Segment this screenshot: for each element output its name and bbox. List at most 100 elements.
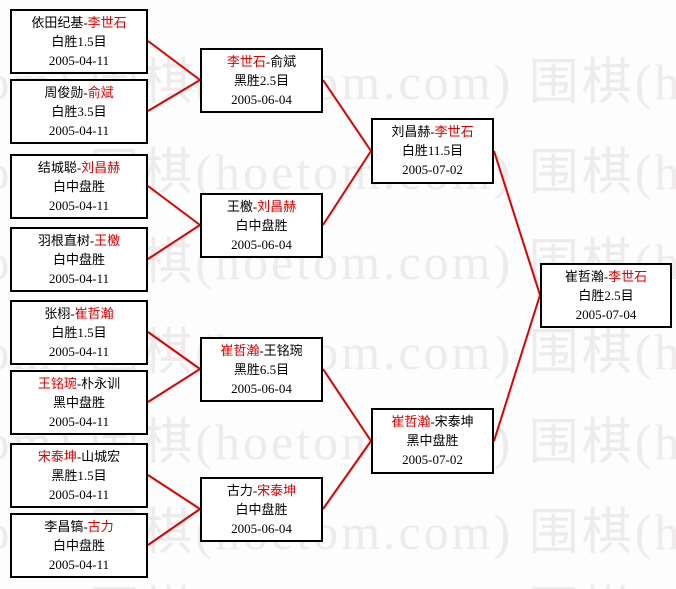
name-separator: - [76, 376, 82, 391]
name-separator: - [70, 306, 75, 321]
match-result: 白中盘胜 [52, 538, 105, 553]
player-name: 李世石 [226, 54, 266, 69]
name-separator: - [83, 85, 88, 100]
connector-line [322, 150, 372, 226]
name-separator: - [83, 15, 88, 30]
match-result: 白胜1.5目 [51, 34, 107, 49]
match-players: 张栩-崔哲瀚 [12, 304, 146, 323]
match-date: 2005-06-04 [231, 92, 292, 107]
match-result: 白胜1.5目 [51, 325, 107, 340]
match-result: 黑胜2.5目 [233, 73, 290, 88]
player-name: 宋泰坤 [37, 449, 77, 464]
match-result: 黑中盘胜 [52, 395, 105, 410]
match-result: 白胜2.5目 [578, 288, 634, 303]
match-players: 王铭琬-朴永训 [12, 374, 146, 393]
match-result: 白中盘胜 [52, 252, 105, 267]
player-name: 古力 [87, 519, 114, 534]
name-separator: - [252, 199, 258, 214]
match-result: 白中盘胜 [52, 179, 105, 194]
connector-line [493, 294, 541, 442]
name-separator: - [76, 449, 82, 464]
connector-line [322, 440, 372, 510]
match-box-final: 崔哲瀚-李世石 白胜2.5目 2005-07-04 [540, 263, 672, 328]
match-box-semifinal-1: 刘昌赫-李世石 白胜11.5目 2005-07-02 [371, 118, 494, 184]
player-name: 李世石 [434, 124, 474, 139]
match-result: 白胜3.5目 [51, 104, 107, 119]
match-result: 黑胜1.5目 [51, 468, 107, 483]
player-name: 山城宏 [81, 449, 121, 464]
player-name: 结城聪 [37, 160, 77, 175]
player-name: 刘昌赫 [391, 124, 431, 139]
match-players: 崔哲瀚-宋泰坤 [373, 412, 492, 431]
name-separator: - [83, 519, 88, 534]
player-name: 崔哲瀚 [74, 306, 114, 321]
connector-line [147, 368, 201, 403]
connector-line [322, 79, 372, 152]
match-box-round1-8: 李昌镐-古力 白中盘胜 2005-04-11 [10, 513, 148, 578]
match-box-round2-1: 李世石-俞斌 黑胜2.5目 2005-06-04 [200, 48, 323, 113]
player-name: 宋泰坤 [257, 483, 297, 498]
player-name: 宋泰坤 [434, 414, 474, 429]
match-players: 李昌镐-古力 [12, 517, 146, 536]
connector-line [493, 150, 541, 296]
match-players: 崔哲瀚-李世石 [542, 267, 670, 286]
connector-line [147, 508, 201, 546]
name-separator: - [259, 343, 264, 358]
connector-line [322, 368, 372, 442]
match-players: 依田纪基-李世石 [12, 13, 146, 32]
match-date: 2005-04-11 [48, 487, 110, 502]
match-date: 2005-06-04 [231, 381, 292, 396]
name-separator: - [76, 160, 82, 175]
player-name: 李世石 [608, 269, 648, 284]
match-box-round1-3: 结城聪-刘昌赫 白中盘胜 2005-04-11 [10, 154, 148, 219]
player-name: 李世石 [87, 15, 127, 30]
watermark-text: 围棋(hoetom.com) 围棋(hoetom.com) 围棋(hoetom.… [0, 570, 676, 589]
match-result: 白中盘胜 [235, 502, 288, 517]
match-players: 宋泰坤-山城宏 [12, 447, 146, 466]
match-date: 2005-06-04 [231, 521, 292, 536]
match-date: 2005-04-11 [48, 271, 110, 286]
player-name: 王铭琬 [263, 343, 303, 358]
player-name: 羽根直树 [37, 233, 90, 248]
player-name: 崔哲瀚 [564, 269, 604, 284]
name-separator: - [265, 54, 271, 69]
player-name: 王檄 [94, 233, 121, 248]
match-players: 崔哲瀚-王铭琬 [202, 341, 321, 360]
match-result: 白中盘胜 [235, 218, 288, 233]
player-name: 崔哲瀚 [391, 414, 431, 429]
player-name: 刘昌赫 [257, 199, 297, 214]
match-box-round2-2: 王檄-刘昌赫 白中盘胜 2005-06-04 [200, 193, 323, 258]
match-players: 刘昌赫-李世石 [373, 122, 492, 141]
match-box-round2-4: 古力-宋泰坤 白中盘胜 2005-06-04 [200, 477, 323, 542]
match-date: 2005-04-11 [48, 53, 110, 68]
match-players: 羽根直树-王檄 [12, 231, 146, 250]
match-players: 王檄-刘昌赫 [202, 197, 321, 216]
match-box-round1-6: 王铭琬-朴永训 黑中盘胜 2005-04-11 [10, 370, 148, 435]
match-date: 2005-04-11 [48, 123, 110, 138]
match-result: 黑胜6.5目 [233, 362, 290, 377]
player-name: 古力 [226, 483, 253, 498]
match-players: 李世石-俞斌 [202, 52, 321, 71]
player-name: 李昌镐 [44, 519, 84, 534]
player-name: 俞斌 [87, 85, 114, 100]
match-date: 2005-06-04 [231, 237, 292, 252]
match-players: 古力-宋泰坤 [202, 481, 321, 500]
match-result: 黑中盘胜 [406, 433, 459, 448]
connector-line [147, 185, 201, 226]
match-box-round1-4: 羽根直树-王檄 白中盘胜 2005-04-11 [10, 227, 148, 292]
match-date: 2005-07-02 [402, 452, 463, 467]
match-date: 2005-07-04 [575, 307, 637, 322]
player-name: 王铭琬 [37, 376, 77, 391]
match-date: 2005-04-11 [48, 198, 110, 213]
match-box-round1-7: 宋泰坤-山城宏 黑胜1.5目 2005-04-11 [10, 443, 148, 508]
connector-line [147, 40, 201, 81]
player-name: 刘昌赫 [81, 160, 121, 175]
match-players: 周俊勋-俞斌 [12, 83, 146, 102]
name-separator: - [430, 124, 435, 139]
match-date: 2005-04-11 [48, 344, 110, 359]
name-separator: - [252, 483, 258, 498]
player-name: 周俊勋 [44, 85, 84, 100]
player-name: 俞斌 [270, 54, 297, 69]
